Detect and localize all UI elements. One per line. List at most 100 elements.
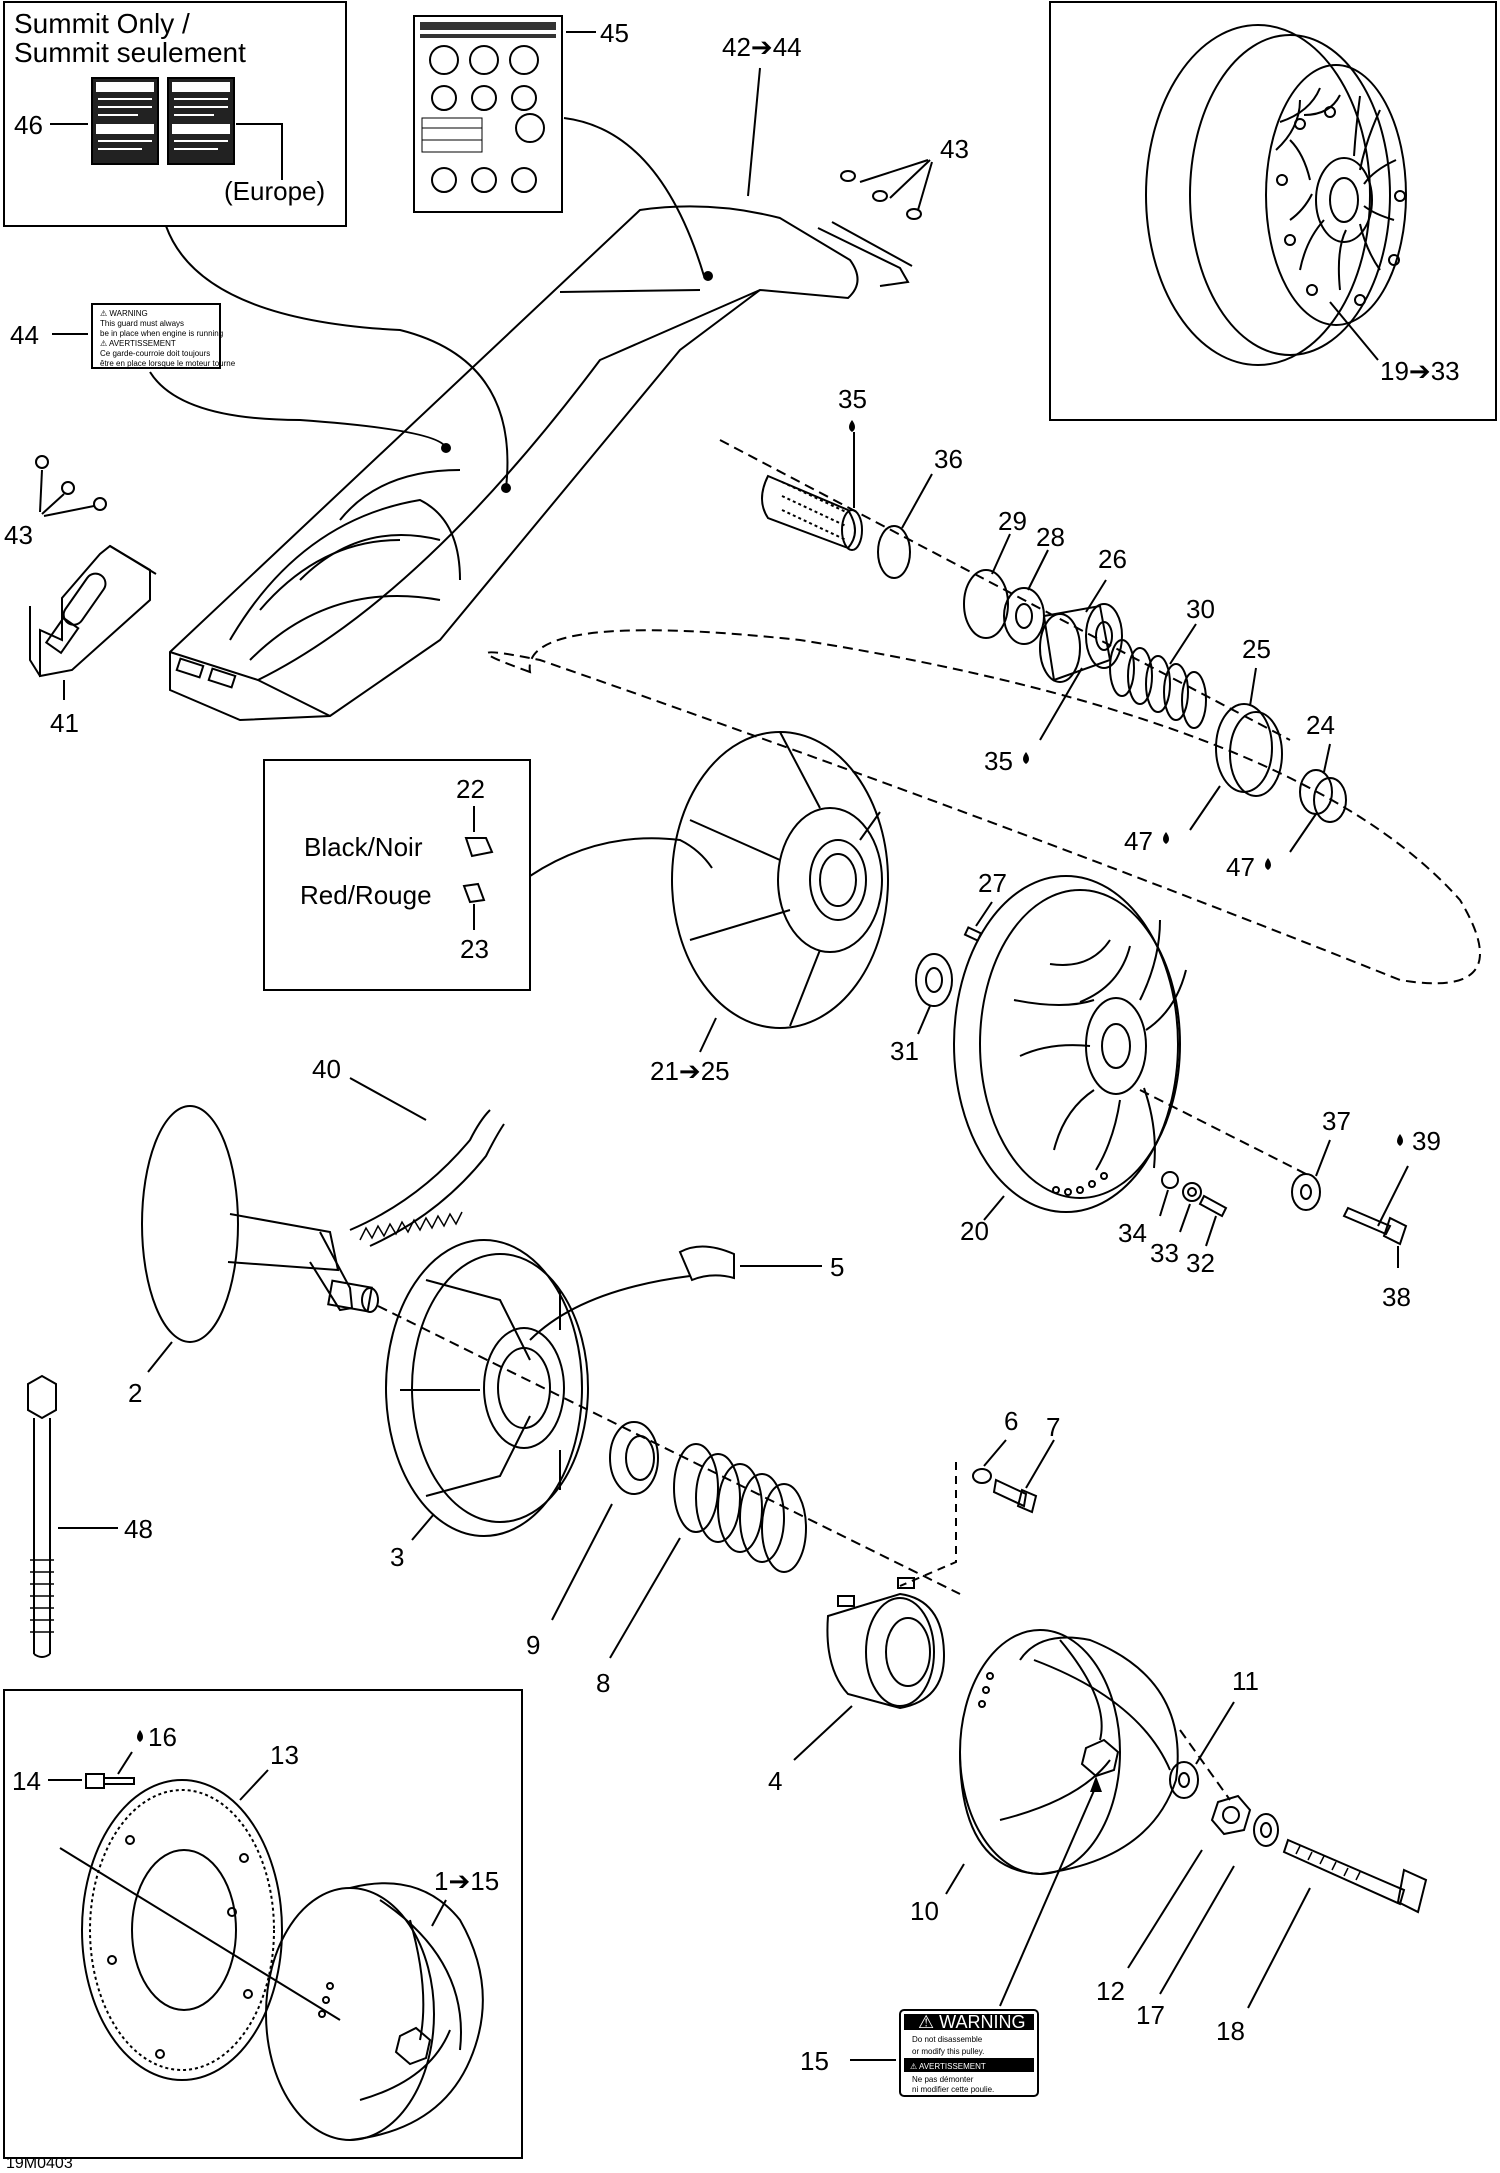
spider-3	[385, 1239, 589, 1537]
drive-pulley-inset-box: 14 16 13 1➔15	[3, 1689, 523, 2159]
callout-31: 31	[890, 1036, 919, 1066]
governor-cup-4	[826, 1577, 946, 1710]
fixed-sheave-2	[141, 1105, 379, 1343]
belt-guard	[169, 205, 913, 722]
washer-34	[1161, 1171, 1179, 1189]
roller-cap-5	[678, 1245, 735, 1282]
hood-warning-line1: This guard must always	[100, 319, 184, 328]
driven-pulley-inset-box: 19➔33	[1049, 1, 1497, 421]
belt-40	[349, 1109, 505, 1247]
weight-red	[462, 882, 486, 904]
callout-38: 38	[1382, 1282, 1411, 1312]
nuts-43-top	[840, 159, 933, 220]
callout-7: 7	[1046, 1412, 1060, 1442]
callout-20: 20	[960, 1216, 989, 1246]
callout-3: 3	[390, 1542, 404, 1572]
figure-code: 19M0403	[6, 2155, 73, 2172]
callout-10: 10	[910, 1896, 939, 1926]
washer-36	[877, 525, 911, 579]
callout-36: 36	[934, 444, 963, 474]
grease-icon	[137, 1730, 143, 1742]
summit-only-box: Summit Only / Summit seulement 46 (Europ…	[3, 1, 347, 227]
weight-black-label: Black/Noir	[304, 832, 423, 862]
grease-icon	[1265, 858, 1271, 870]
hood-warning-line4: être en place lorsque le moteur tourne	[100, 359, 236, 368]
belt-path	[486, 629, 1481, 985]
callout-1-15: 1➔15	[434, 1866, 499, 1896]
callout-46: 46	[14, 110, 43, 140]
grease-icon	[1023, 752, 1029, 764]
grease-icon	[849, 420, 855, 432]
callout-35-top: 35	[838, 384, 867, 414]
nut-12	[1210, 1794, 1252, 1836]
bracket-41	[29, 544, 157, 678]
spring-8	[673, 1443, 807, 1573]
callout-12: 12	[1096, 1976, 1125, 2006]
washer-31	[915, 953, 953, 1007]
pulley-warning-title-fr: ⚠ AVERTISSEMENT	[910, 2062, 986, 2071]
callout-9: 9	[526, 1630, 540, 1660]
callout-43-top: 43	[940, 134, 969, 164]
lockwasher-17	[1253, 1813, 1279, 1847]
callout-30: 30	[1186, 594, 1215, 624]
washer-11	[1169, 1761, 1199, 1799]
callout-11: 11	[1232, 1666, 1259, 1696]
callout-22: 22	[456, 774, 485, 804]
washer-28	[1003, 587, 1045, 645]
bolt-38	[1342, 1206, 1408, 1246]
grease-icon	[1163, 832, 1169, 844]
pulley-warning-line2: or modify this pulley.	[912, 2047, 984, 2056]
spring-30	[1109, 639, 1207, 729]
callout-47-right: 47	[1226, 852, 1255, 882]
callout-27: 27	[978, 868, 1007, 898]
callout-39: 39	[1412, 1126, 1441, 1156]
ring-gear-13	[81, 1779, 283, 2081]
driven-pulley-inset-drawing	[1145, 24, 1407, 366]
callout-28: 28	[1036, 522, 1065, 552]
callout-6: 6	[1004, 1406, 1018, 1436]
summit-only-title: Summit Only /	[14, 8, 190, 39]
callout-45: 45	[600, 18, 629, 48]
hood-warning-decal-44: ⚠ WARNING This guard must always be in p…	[91, 303, 236, 369]
washer-6	[972, 1468, 992, 1484]
callout-14: 14	[12, 1766, 41, 1796]
nuts-43-left	[35, 455, 107, 517]
hood-warning-title: ⚠ WARNING	[100, 309, 148, 318]
callout-43-left: 43	[4, 520, 33, 550]
nut-33	[1182, 1182, 1202, 1202]
washer-37	[1291, 1173, 1321, 1211]
callout-23: 23	[460, 934, 489, 964]
hood-warning-line3: Ce garde-courroie doit toujours	[100, 349, 210, 358]
puller-bolt-48	[27, 1374, 57, 1658]
fixed-sheave-10	[959, 1629, 1179, 1876]
callout-34: 34	[1118, 1218, 1147, 1248]
weight-black	[464, 837, 494, 858]
hood-warning-title-fr: ⚠ AVERTISSEMENT	[100, 339, 176, 348]
grease-icon	[1397, 1134, 1403, 1146]
cam-plate-20	[953, 875, 1187, 1213]
callout-32: 32	[1186, 1248, 1215, 1278]
callout-25: 25	[1242, 634, 1271, 664]
callout-26: 26	[1098, 544, 1127, 574]
callout-42-44: 42➔44	[722, 32, 802, 62]
callout-5: 5	[830, 1252, 844, 1282]
summit-label-decal	[91, 77, 159, 165]
moveable-sheave-21	[671, 731, 889, 1029]
callout-19-33: 19➔33	[1380, 356, 1460, 386]
callout-47-left: 47	[1124, 826, 1153, 856]
pulley-warning-title: ⚠ WARNING	[918, 2012, 1025, 2032]
callout-2: 2	[128, 1378, 142, 1408]
pulley-warning-decal-15: ⚠ WARNING Do not disassemble or modify t…	[899, 2009, 1039, 2097]
screw-32	[1198, 1194, 1228, 1218]
summit-europe-label-decal	[167, 77, 235, 165]
callout-41: 41	[50, 708, 79, 738]
callout-4: 4	[768, 1766, 782, 1796]
hood-warning-line2: be in place when engine is running	[100, 329, 223, 338]
plate-9	[609, 1421, 659, 1495]
pulley-warning-line4: ni modifier cette poulie.	[912, 2085, 994, 2094]
decal-45	[413, 15, 563, 213]
callout-44: 44	[10, 320, 39, 350]
callout-21-25: 21➔25	[650, 1056, 730, 1086]
callout-37: 37	[1322, 1106, 1351, 1136]
